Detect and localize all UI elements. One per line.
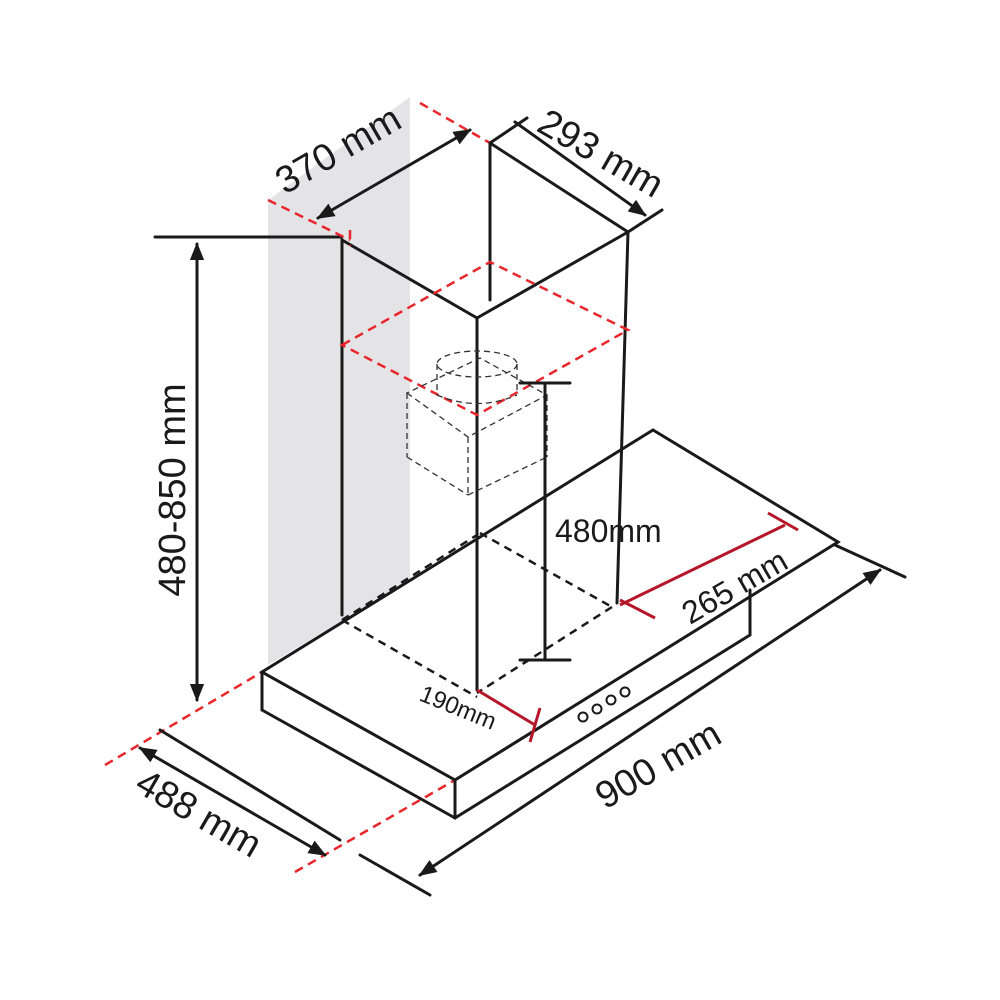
label-190: 190mm bbox=[416, 681, 500, 736]
label-293: 293 mm bbox=[531, 101, 671, 206]
label-265: 265 mm bbox=[676, 542, 794, 631]
dimension-lines bbox=[138, 116, 907, 897]
control-buttons bbox=[577, 686, 631, 723]
dimension-labels: 370 mm 293 mm 480-850 mm 488 mm 900 mm 2… bbox=[129, 98, 794, 867]
wall-shading bbox=[268, 97, 410, 665]
motor-box bbox=[405, 350, 549, 496]
label-900: 900 mm bbox=[589, 713, 729, 818]
red-dashed-guides bbox=[104, 101, 631, 874]
label-480: 480mm bbox=[555, 513, 662, 549]
label-488: 488 mm bbox=[129, 761, 269, 866]
label-480-850: 480-850 mm bbox=[152, 383, 194, 596]
